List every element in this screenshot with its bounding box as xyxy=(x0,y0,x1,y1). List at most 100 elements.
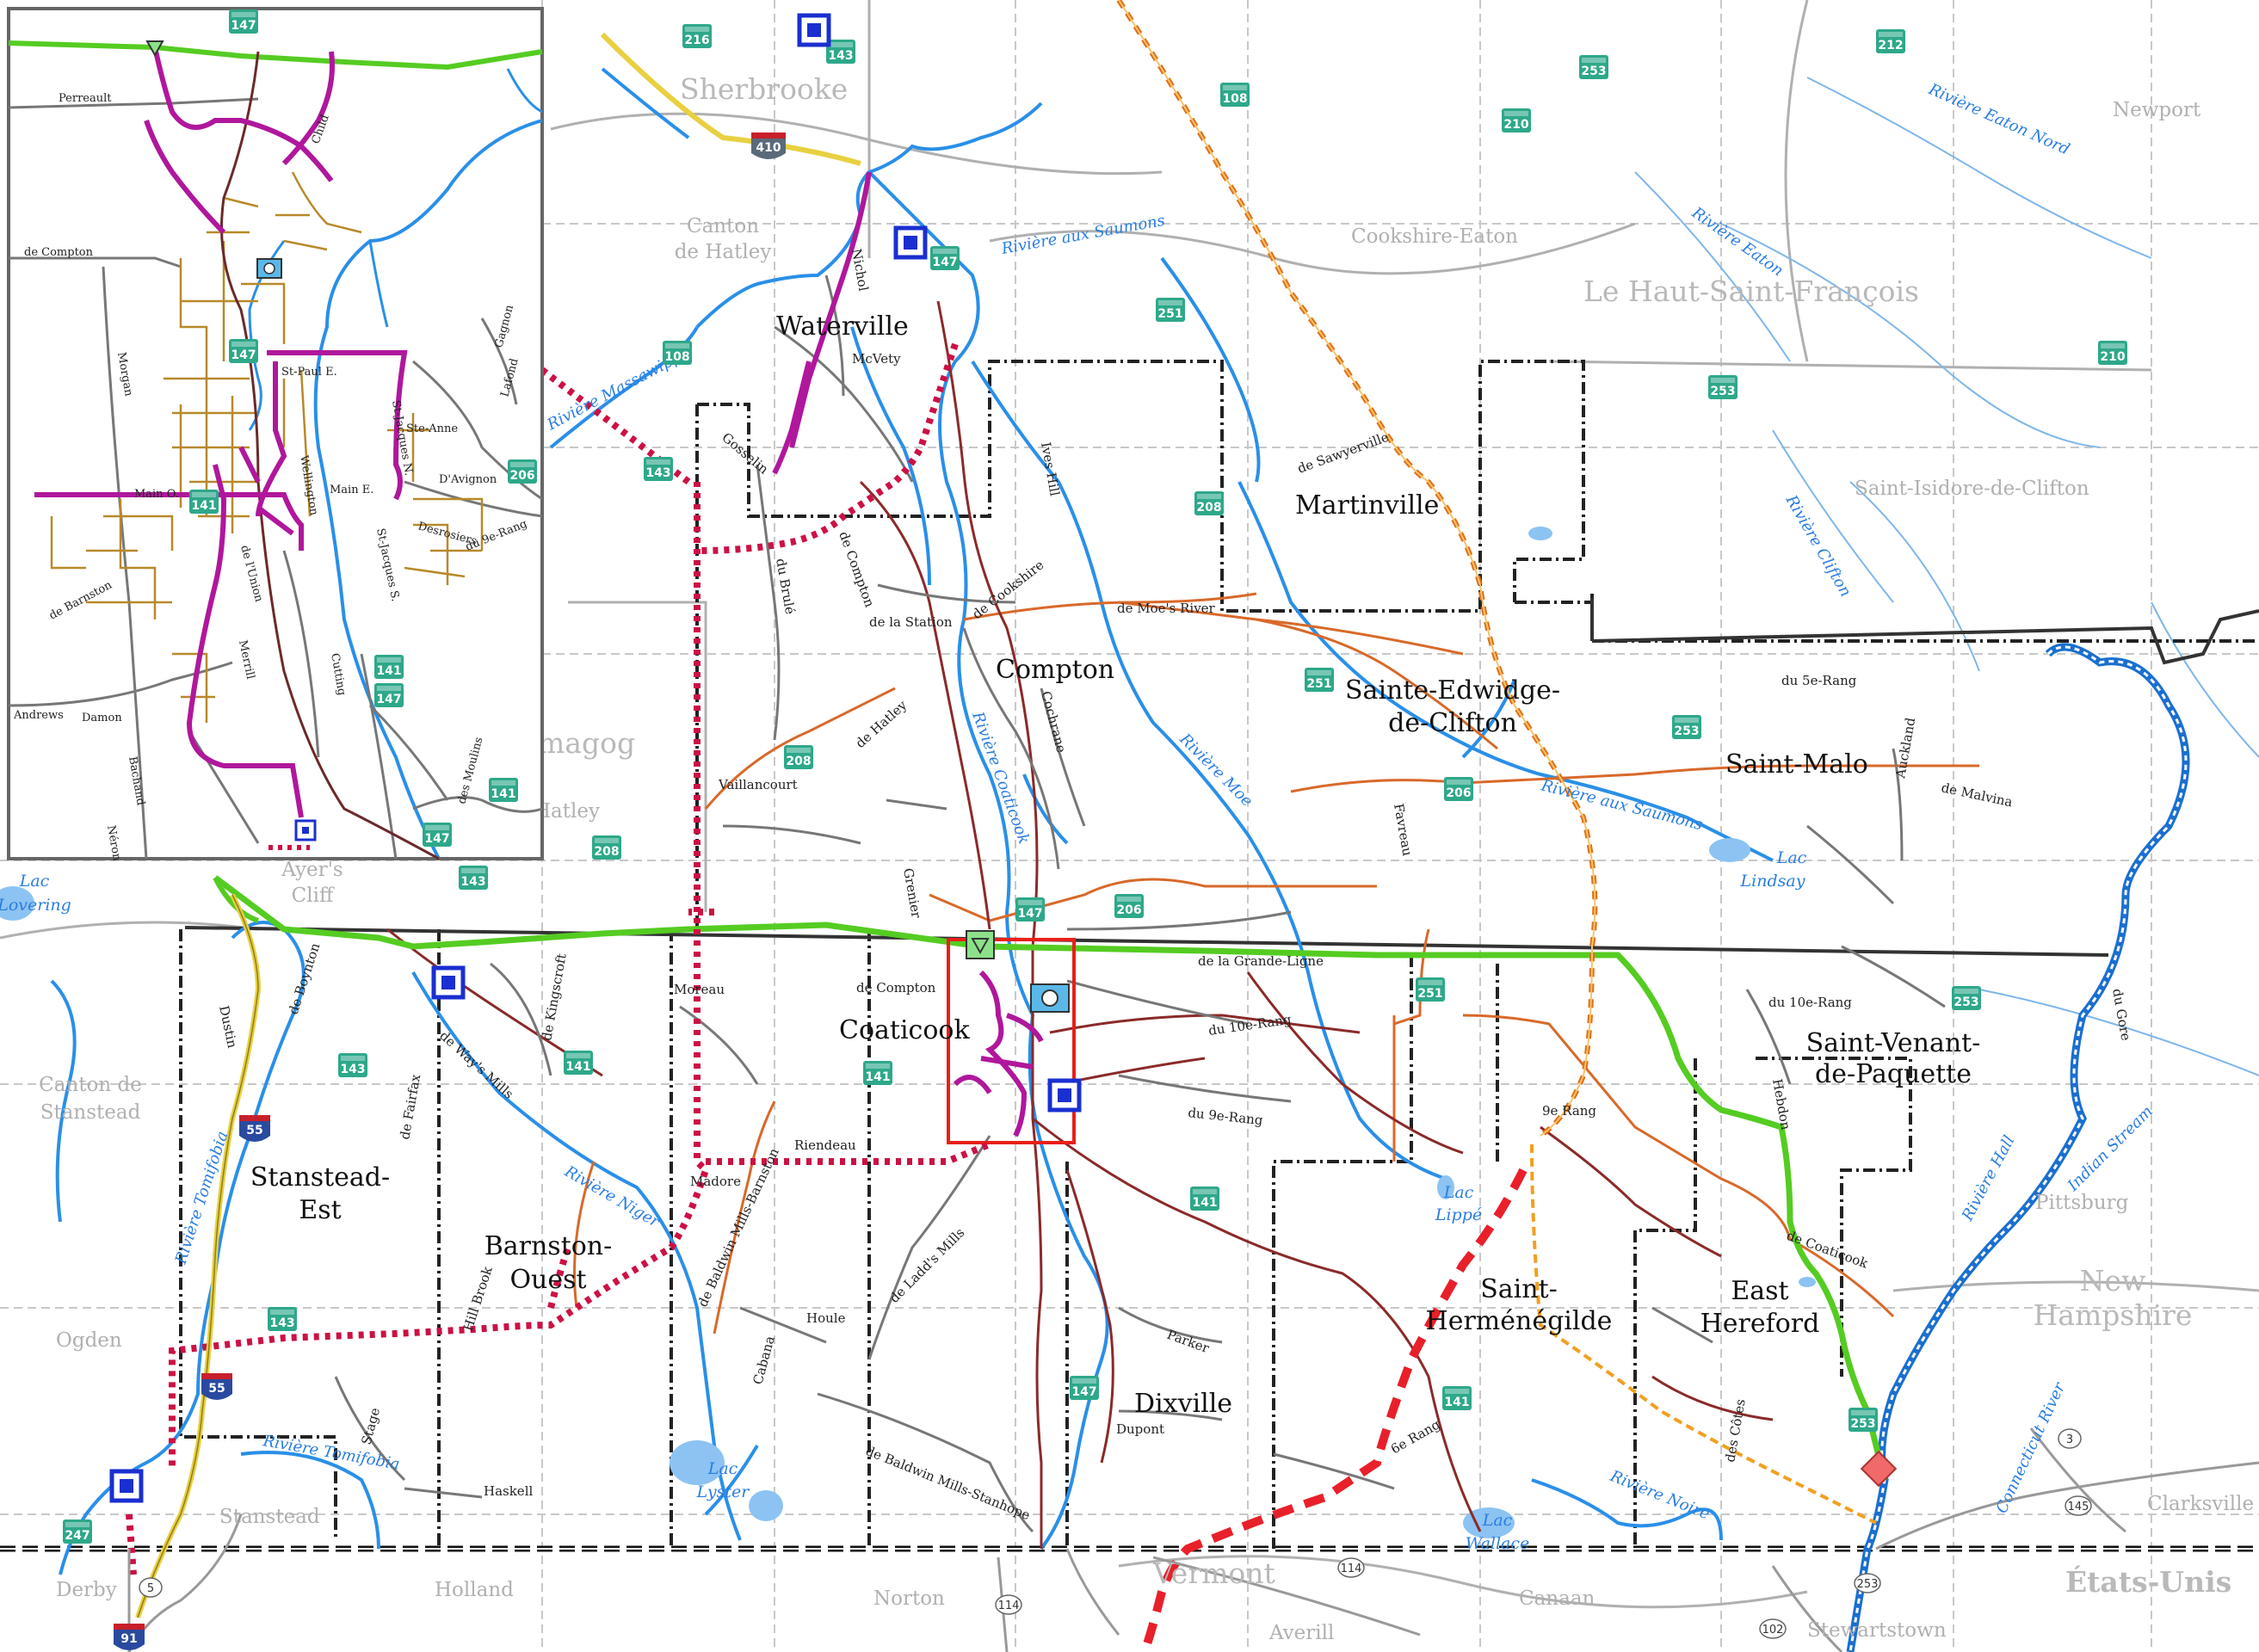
region-clarksville: Clarksville xyxy=(2147,1493,2254,1515)
lake-wallace-1: Lac xyxy=(1482,1511,1513,1530)
inset-perreault: Perreault xyxy=(59,92,112,105)
vt5-marker: 5 xyxy=(139,1577,163,1598)
interstate-55-shield-b: 55 xyxy=(201,1373,232,1400)
inset-st-paul: St-Paul E. xyxy=(281,366,337,379)
inset-route-verte xyxy=(8,40,543,71)
lake-lippe-2: Lippé xyxy=(1435,1205,1482,1224)
vt114b-marker: 114 xyxy=(1337,1557,1365,1578)
road-sawyerville: de Sawyerville xyxy=(1295,429,1391,477)
route-verte-north xyxy=(213,876,260,923)
svg-text:91: 91 xyxy=(120,1632,137,1646)
svg-text:114: 114 xyxy=(1341,1563,1362,1575)
muni-barnston-1: Barnston- xyxy=(485,1231,613,1261)
road-de-la-station: de la Station xyxy=(869,614,953,630)
shield-141d: 141 xyxy=(1442,1386,1472,1410)
nh253-marker: 253 xyxy=(1854,1573,1881,1593)
svg-text:55: 55 xyxy=(208,1382,225,1396)
muni-martinville: Martinville xyxy=(1295,490,1439,521)
svg-text:114: 114 xyxy=(998,1600,1020,1612)
region-ayers-1: Ayer's xyxy=(281,859,343,881)
river-aux-saumons: Rivière aux Saumons xyxy=(1539,776,1705,834)
lake-lindsay-1: Lac xyxy=(1776,848,1807,867)
planned-route-north-inner xyxy=(1118,0,1596,1137)
svg-text:147: 147 xyxy=(231,348,256,362)
region-magog: magog xyxy=(538,726,635,760)
lake-lindsay-2: Lindsay xyxy=(1740,872,1805,891)
svg-text:410: 410 xyxy=(756,141,781,155)
road-ladds-mills: de Ladd's Mills xyxy=(886,1224,967,1305)
svg-text:141: 141 xyxy=(491,787,515,801)
inset-river xyxy=(313,119,543,860)
road-riendeau: Riendeau xyxy=(794,1137,856,1153)
region-newport: Newport xyxy=(2113,99,2201,121)
road-moreau: Moreau xyxy=(674,982,725,997)
svg-text:143: 143 xyxy=(460,875,485,889)
svg-text:206: 206 xyxy=(1446,786,1471,800)
shield-251a: 251 xyxy=(1156,298,1185,322)
inset-de-compton: de Compton xyxy=(24,246,94,259)
shield-253b: 253 xyxy=(1708,375,1737,399)
road-madore: Madore xyxy=(690,1174,741,1189)
region-cookshire: Cookshire-Eaton xyxy=(1351,225,1518,248)
muni-east-hereford-1: East xyxy=(1731,1276,1788,1306)
road-hill-brook: Hill Brook xyxy=(460,1264,496,1333)
svg-text:143: 143 xyxy=(828,49,853,63)
shield-147c: 147 xyxy=(1070,1376,1099,1400)
shield-141c: 141 xyxy=(1190,1187,1219,1211)
rivers xyxy=(50,67,1774,1575)
svg-text:147: 147 xyxy=(932,256,957,269)
nh145-marker: 145 xyxy=(2065,1495,2092,1516)
muni-coaticook: Coaticook xyxy=(839,1015,970,1045)
outer-boundary xyxy=(184,598,2259,957)
orange-dashed-route xyxy=(1530,1143,1877,1525)
river-eaton: Rivière Eaton xyxy=(1688,203,1787,280)
svg-text:55: 55 xyxy=(246,1124,262,1137)
route-verte xyxy=(213,875,1888,1481)
road-de-fairfax: de Fairfax xyxy=(397,1073,423,1141)
shield-210b: 210 xyxy=(2098,341,2127,365)
svg-text:143: 143 xyxy=(645,466,670,480)
svg-text:3: 3 xyxy=(2066,1433,2073,1446)
svg-text:206: 206 xyxy=(1116,903,1141,917)
us-roads xyxy=(127,1427,2259,1652)
svg-text:253: 253 xyxy=(1581,65,1606,78)
muni-compton: Compton xyxy=(996,655,1114,685)
lake-lovering-2: Lovering xyxy=(0,896,71,915)
autoroute-55-edge xyxy=(137,894,259,1618)
region-norton: Norton xyxy=(873,1587,945,1610)
region-etats-unis: États-Unis xyxy=(2065,1564,2231,1599)
road-de-boynton: de Boynton xyxy=(286,940,324,1016)
inset-shield-147: 147 xyxy=(229,9,258,34)
river-clifton: Rivière Clifton xyxy=(1781,491,1855,600)
route-shields: 216 143 253 212 108 210 147 251 108 143 … xyxy=(63,24,2127,1544)
svg-text:251: 251 xyxy=(1306,677,1331,691)
nh102-marker: 102 xyxy=(1759,1618,1787,1639)
lake-labels: Lac Lovering Lac Lindsay Lac Lippé Lac L… xyxy=(0,848,1807,1553)
trails xyxy=(772,171,1044,1137)
road-de-malvina: de Malvina xyxy=(1940,780,2014,810)
region-canton-hatley-1: Canton xyxy=(687,215,759,237)
svg-text:141: 141 xyxy=(865,1070,890,1084)
region-canton-stanstead-1: Canton de xyxy=(39,1074,142,1096)
shield-253c: 253 xyxy=(1672,715,1701,739)
inset-ste-anne: Ste-Anne xyxy=(406,422,458,435)
road-kingscroft: de Kingscroft xyxy=(539,952,570,1042)
border-crossing-icon xyxy=(1860,1450,1898,1488)
inset-shield-141b: 141 xyxy=(374,655,404,679)
muni-st-malo: Saint-Malo xyxy=(1725,749,1868,780)
shield-143e: 143 xyxy=(268,1307,297,1331)
road-parker: Parker xyxy=(1165,1327,1213,1357)
svg-text:141: 141 xyxy=(1444,1396,1469,1409)
svg-text:210: 210 xyxy=(2100,350,2125,364)
road-du-10e-rang-east: du 10e-Rang xyxy=(1768,995,1852,1010)
region-holland: Holland xyxy=(435,1579,514,1601)
shield-108a: 108 xyxy=(1220,83,1250,107)
shield-208b: 208 xyxy=(784,745,813,769)
lake-lyster-2: Lyster xyxy=(696,1482,751,1501)
region-canton-hatley-2: de Hatley xyxy=(675,241,772,263)
muni-ste-edwidge-2: de-Clifton xyxy=(1388,708,1517,738)
info-centre-icon xyxy=(1047,1078,1082,1113)
muni-st-venant-2: de-Paquette xyxy=(1815,1059,1972,1089)
region-averill: Averill xyxy=(1268,1622,1334,1644)
